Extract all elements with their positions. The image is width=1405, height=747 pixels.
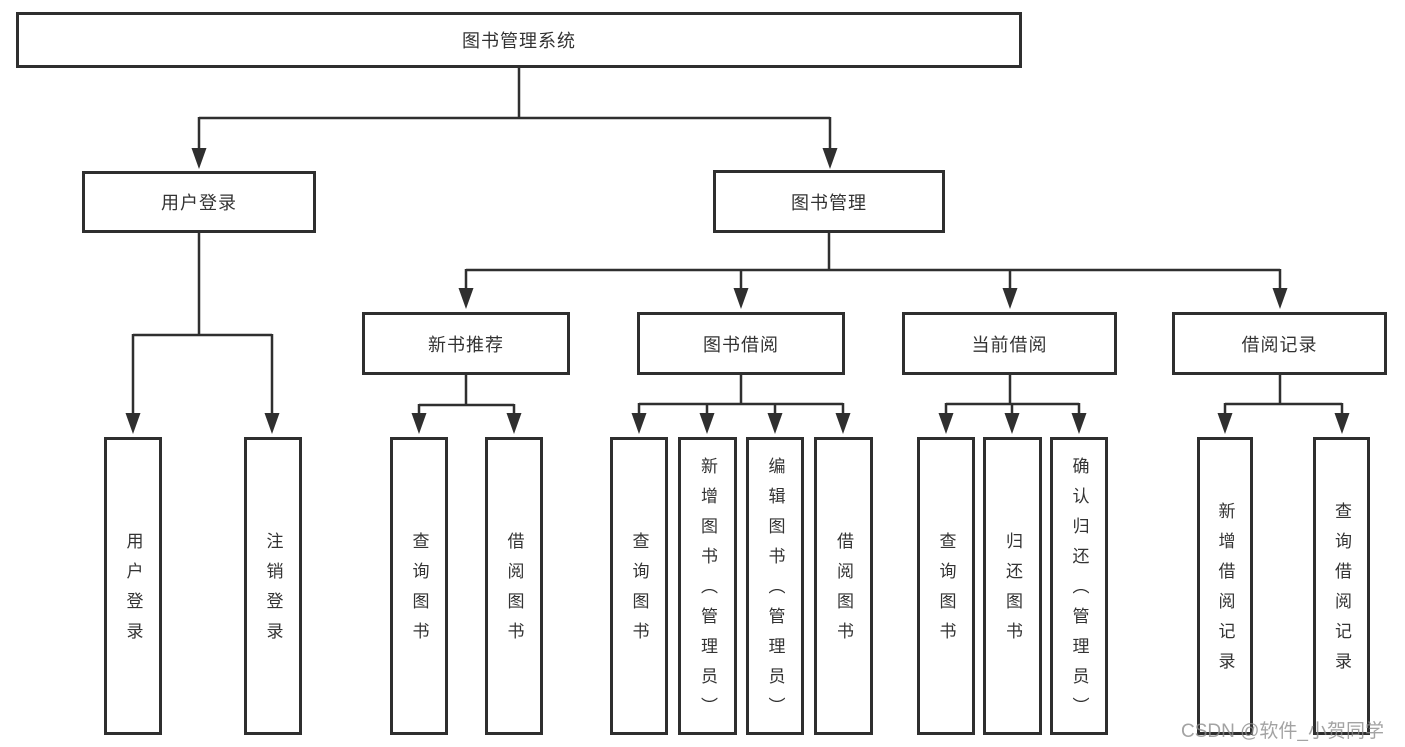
node-current-borrow-label: 当前借阅 <box>971 334 1048 355</box>
leaf-borrow-borrow-book: 借阅图书 <box>814 437 873 735</box>
leaf-add-borrow-record: 新增借阅记录 <box>1197 437 1253 735</box>
leaf-return-book-label: 归还图书 <box>1003 532 1022 652</box>
node-borrow-record: 借阅记录 <box>1172 312 1387 375</box>
leaf-add-book-admin: 新增图书（管理员） <box>678 437 737 735</box>
node-user-login-label: 用户登录 <box>161 193 237 213</box>
node-book-management-label: 图书管理 <box>791 192 867 213</box>
node-borrow-record-label: 借阅记录 <box>1241 334 1318 355</box>
leaf-edit-book-admin: 编辑图书（管理员） <box>746 437 804 735</box>
node-user-login: 用户登录 <box>82 171 316 233</box>
leaf-confirm-return-admin: 确认归还（管理员） <box>1050 437 1108 735</box>
leaf-recommend-borrow-book-label: 借阅图书 <box>504 532 524 652</box>
node-book-borrow-label: 图书借阅 <box>703 334 779 355</box>
leaf-borrow-borrow-book-label: 借阅图书 <box>834 532 853 652</box>
leaf-user-login-label: 用户登录 <box>123 532 143 652</box>
node-book-management: 图书管理 <box>713 170 945 233</box>
arrowhead-icons <box>125 148 1350 434</box>
leaf-current-query-book: 查询图书 <box>917 437 975 735</box>
leaf-logout-label: 注销登录 <box>263 532 283 652</box>
csdn-watermark: CSDN @软件_小贺同学 <box>1181 721 1384 742</box>
leaf-return-book: 归还图书 <box>983 437 1042 735</box>
leaf-query-borrow-record-label: 查询借阅记录 <box>1332 502 1351 682</box>
leaf-borrow-query-book-label: 查询图书 <box>629 532 649 652</box>
leaf-add-book-admin-label: 新增图书（管理员） <box>698 457 717 727</box>
leaf-recommend-query-book: 查询图书 <box>390 437 448 735</box>
node-book-borrow: 图书借阅 <box>637 312 845 375</box>
leaf-recommend-borrow-book: 借阅图书 <box>485 437 543 735</box>
leaf-logout: 注销登录 <box>244 437 302 735</box>
node-new-book-recommend: 新书推荐 <box>362 312 570 375</box>
leaf-add-borrow-record-label: 新增借阅记录 <box>1215 502 1235 682</box>
leaf-borrow-query-book: 查询图书 <box>610 437 668 735</box>
leaf-query-borrow-record: 查询借阅记录 <box>1313 437 1370 735</box>
leaf-current-query-book-label: 查询图书 <box>936 532 956 652</box>
connector-stems <box>131 66 1344 417</box>
leaf-confirm-return-admin-label: 确认归还（管理员） <box>1069 457 1089 727</box>
leaf-user-login: 用户登录 <box>104 437 162 735</box>
node-root: 图书管理系统 <box>16 12 1022 68</box>
leaf-recommend-query-book-label: 查询图书 <box>409 532 429 652</box>
node-current-borrow: 当前借阅 <box>902 312 1117 375</box>
node-new-book-recommend-label: 新书推荐 <box>428 334 504 355</box>
node-root-label: 图书管理系统 <box>462 31 576 51</box>
leaf-edit-book-admin-label: 编辑图书（管理员） <box>765 457 785 727</box>
